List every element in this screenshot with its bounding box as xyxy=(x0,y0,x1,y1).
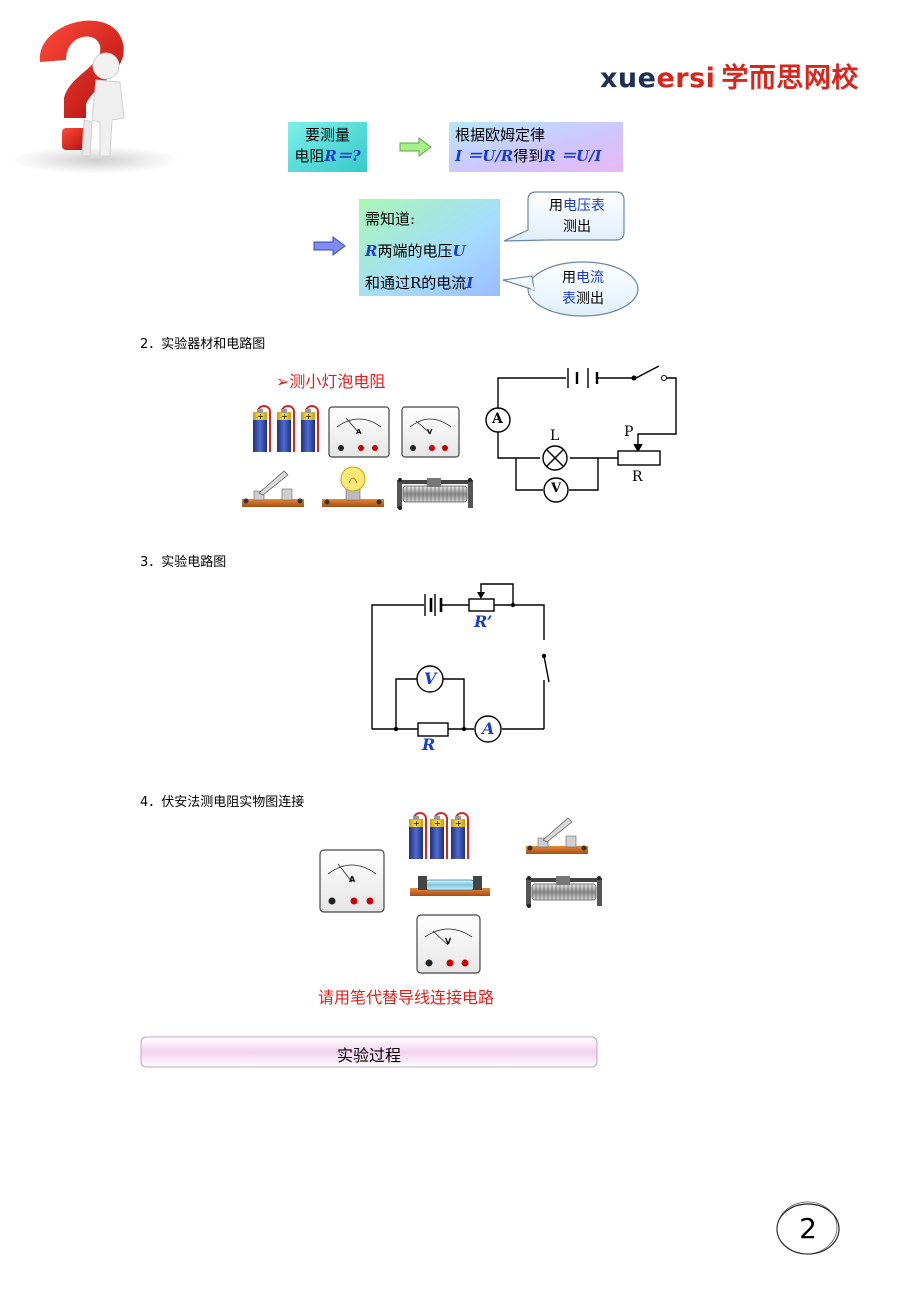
box3-var3: I xyxy=(466,274,474,292)
box3-line3: 和通过R的电流 xyxy=(365,274,467,292)
box3-line2: 两端的电压 xyxy=(377,242,453,260)
voltmeter-icon: V xyxy=(401,406,460,458)
section-3-title: 3．实验电路图 xyxy=(140,555,227,570)
circuit2-ammeter-label: A xyxy=(482,719,495,738)
circuit1-voltmeter-label: V xyxy=(551,481,562,496)
bubble2-highlight2: 表 xyxy=(562,291,576,307)
circuit1-slider-label: P xyxy=(624,424,634,440)
section-2-note: ➢测小灯泡电阻 xyxy=(276,372,386,391)
circuit2-voltmeter-label: V xyxy=(424,669,437,688)
brand-latin-2: ersi xyxy=(656,63,716,94)
box3-var2: U xyxy=(452,242,466,260)
experiment-process-banner: 实验过程 xyxy=(336,1046,401,1065)
box1-line1: 要测量 xyxy=(304,126,350,144)
ammeter-icon-2: A xyxy=(319,849,385,913)
box3-var1: R xyxy=(365,242,378,260)
circuit2-rheostat-label: R’ xyxy=(474,612,493,631)
light-bulb-icon xyxy=(322,466,384,507)
flow-box-need: 需知道: R两端的电压U 和通过R的电流I xyxy=(365,203,500,299)
brand-latin-1: xue xyxy=(600,63,657,94)
brand-cn: 学而思网校 xyxy=(721,63,859,94)
circuit-diagram-1 xyxy=(497,365,677,491)
bubble1-line2: 测出 xyxy=(563,219,591,235)
bubble-ammeter: 用电流 表测出 xyxy=(536,268,630,310)
bubble2-highlight1: 电流 xyxy=(576,270,604,286)
box1-prefix: 电阻 xyxy=(294,147,325,165)
circuit2-resistor-label: R xyxy=(422,735,436,754)
circuit1-ammeter-label: A xyxy=(492,411,503,427)
svg-text:A: A xyxy=(356,428,362,436)
section-2-title: 2．实验器材和电路图 xyxy=(140,337,266,352)
bubble2-suffix: 测出 xyxy=(576,291,604,307)
svg-text:V: V xyxy=(427,428,433,436)
fixed-resistor-icon xyxy=(410,876,490,896)
flow-box-goal: 要测量 电阻R＝? xyxy=(288,125,367,167)
circuit1-lamp-label: L xyxy=(550,428,560,444)
bubble-voltmeter: 用电压表 测出 xyxy=(530,196,624,238)
box2-mid: 得到 xyxy=(513,147,544,165)
bubble2-prefix: 用 xyxy=(562,270,576,286)
page-number: 2 xyxy=(799,1212,817,1245)
box2-formula1: I ＝U/R xyxy=(455,147,514,165)
circuit1-resistor-label: R xyxy=(632,469,643,485)
section-4-title: 4．伏安法测电阻实物图连接 xyxy=(140,795,305,810)
svg-text:V: V xyxy=(445,937,452,946)
box2-formula2: R ＝U/I xyxy=(543,147,602,165)
box2-line1: 根据欧姆定律 xyxy=(455,126,546,144)
ammeter-icon: A xyxy=(328,406,390,458)
bubble1-prefix: 用 xyxy=(549,198,563,214)
flow-box-ohm: 根据欧姆定律 I ＝U/R得到R ＝U/I xyxy=(455,125,625,167)
voltmeter-icon-2: V xyxy=(416,914,481,974)
bubble1-highlight: 电压表 xyxy=(563,198,605,214)
box1-var: R＝? xyxy=(324,147,361,165)
section-4-note: 请用笔代替导线连接电路 xyxy=(318,988,495,1007)
box3-line1: 需知道: xyxy=(365,210,416,228)
svg-text:A: A xyxy=(349,875,356,884)
